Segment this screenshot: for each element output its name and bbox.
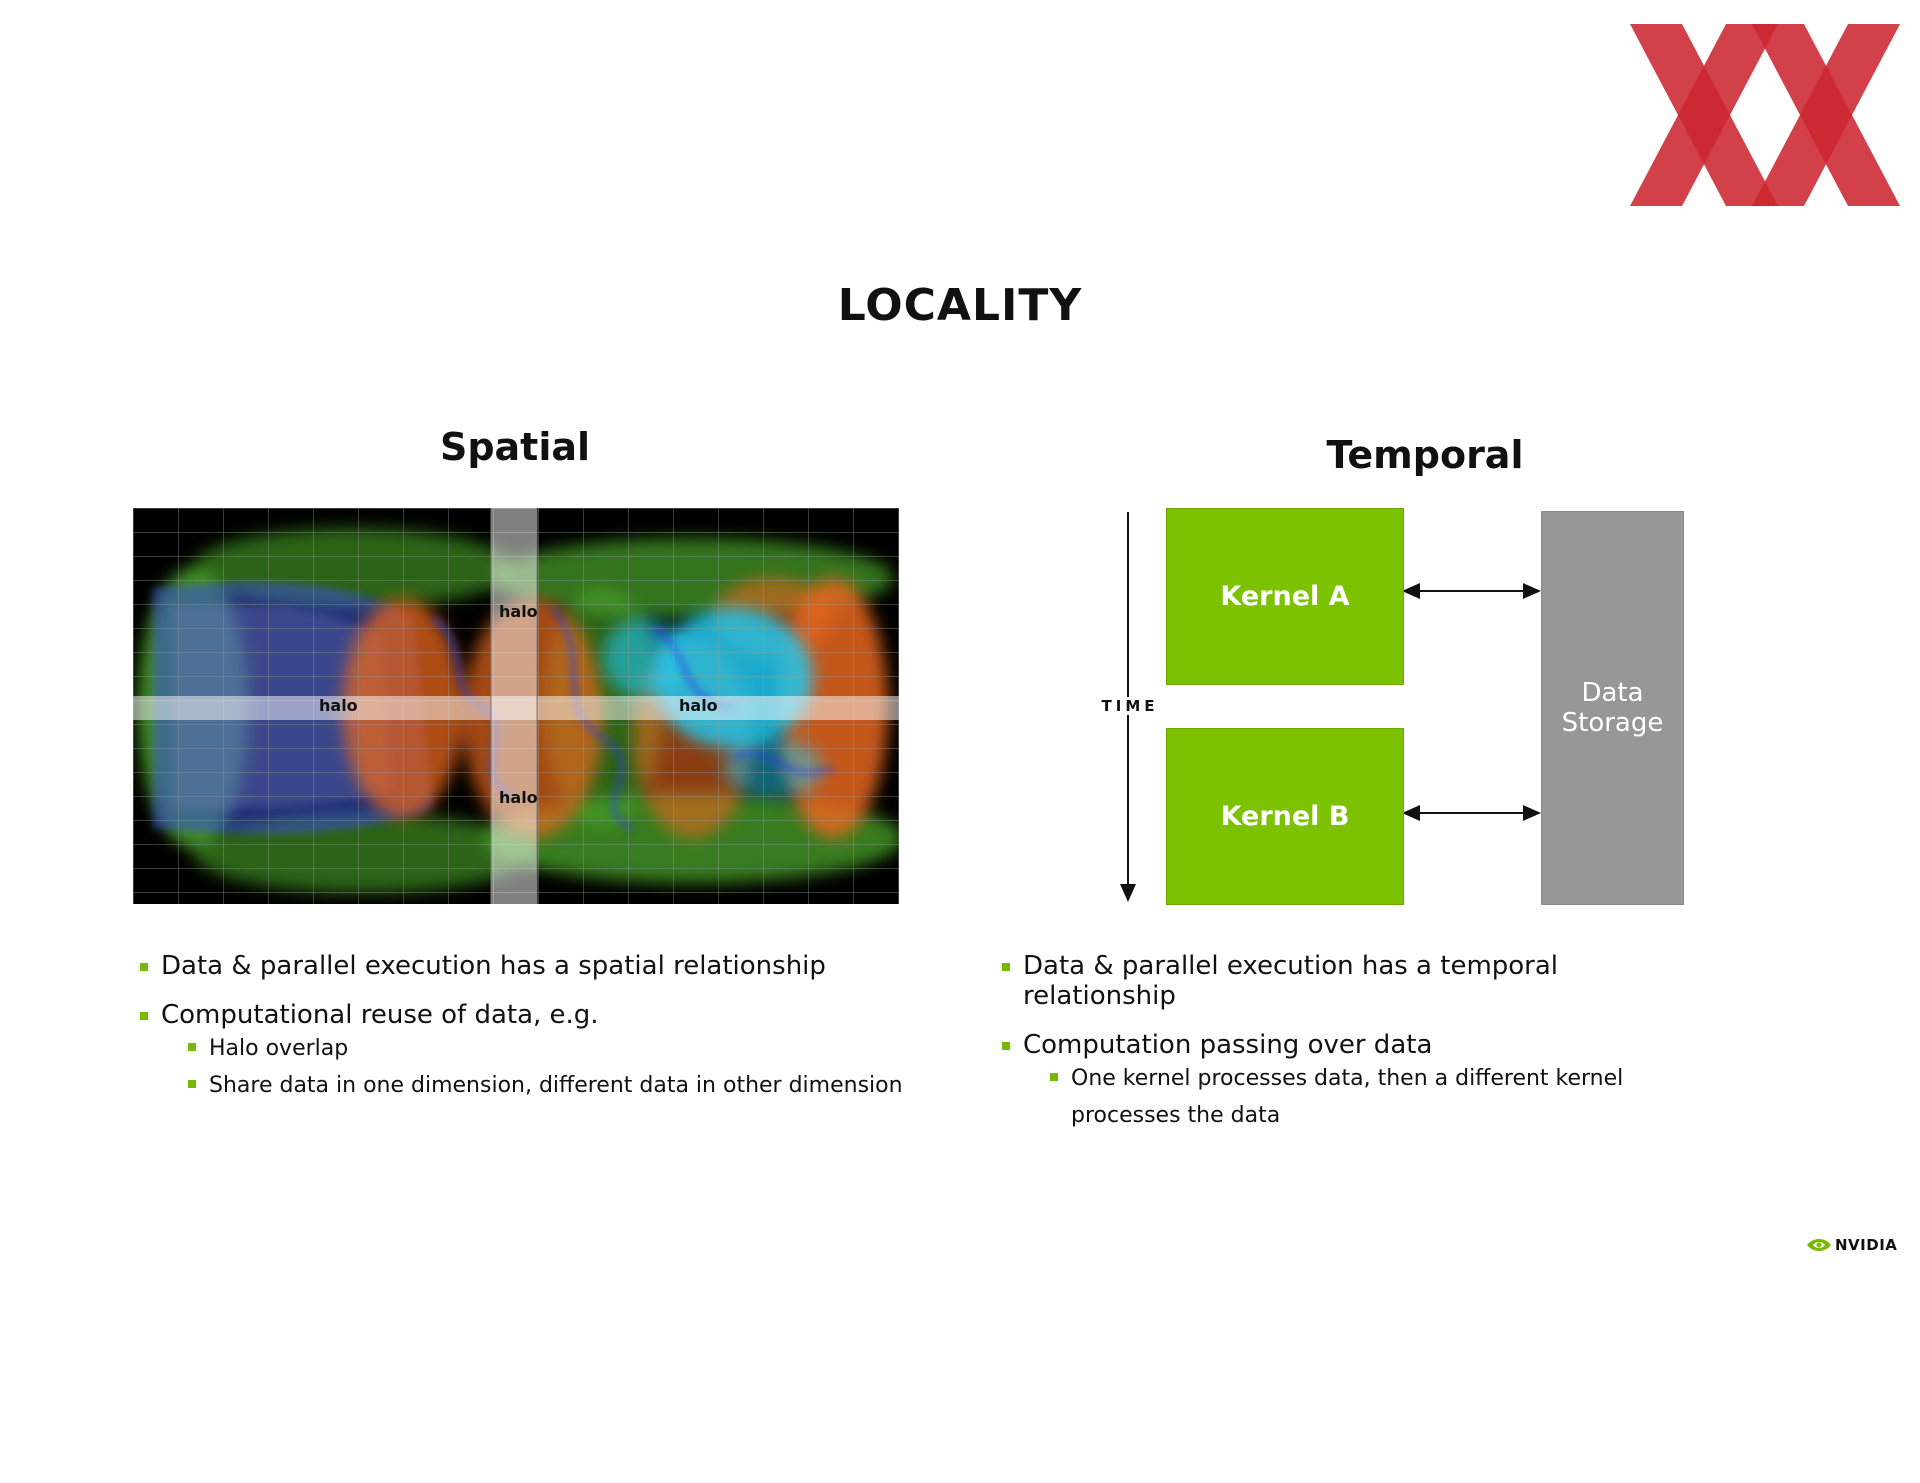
bullet-square-icon	[140, 963, 148, 971]
sub-list-item: One kernel processes data, then a differ…	[995, 1060, 1631, 1134]
halo-label-top: halo	[499, 602, 538, 621]
nvidia-wordmark: NVIDIA	[1835, 1236, 1898, 1254]
halo-label-right: halo	[679, 696, 718, 715]
halo-label-left: halo	[319, 696, 358, 715]
data-storage-line1: Data	[1581, 678, 1644, 708]
halo-label-bottom: halo	[499, 788, 538, 807]
sub-bullet-text: One kernel processes data, then a differ…	[1071, 1066, 1624, 1128]
brand-logo	[1630, 24, 1900, 206]
list-item: Data & parallel execution has a spatial …	[133, 951, 933, 981]
bullet-text: Computation passing over data	[1023, 1030, 1433, 1060]
nvidia-eye-icon	[1807, 1239, 1831, 1251]
fluid-simulation-image: halo halo halo halo	[133, 508, 899, 904]
horizontal-halo-strip	[133, 696, 899, 720]
kernel-a-box: Kernel A	[1166, 508, 1404, 685]
bullet-text: Data & parallel execution has a temporal…	[1023, 951, 1559, 1011]
kernel-b-box: Kernel B	[1166, 728, 1404, 905]
sub-list-item: Share data in one dimension, different d…	[133, 1067, 933, 1104]
data-storage-line2: Storage	[1561, 708, 1664, 738]
bullet-square-icon	[1050, 1073, 1058, 1081]
sub-bullet-text: Share data in one dimension, different d…	[209, 1073, 903, 1098]
nvidia-logo: NVIDIA	[1805, 1235, 1897, 1255]
page-title: LOCALITY	[837, 280, 1083, 331]
temporal-heading: Temporal	[1326, 433, 1524, 477]
bullet-text: Computational reuse of data, e.g.	[161, 1000, 599, 1030]
sub-bullet-text: Halo overlap	[209, 1036, 349, 1061]
bullet-square-icon	[188, 1043, 196, 1051]
time-axis-label: TIME	[1100, 697, 1160, 715]
list-item: Computation passing over data	[995, 1030, 1715, 1060]
sub-list-item: Halo overlap	[133, 1030, 933, 1067]
kernel-b-label: Kernel B	[1220, 801, 1350, 832]
list-item: Data & parallel execution has a temporal…	[995, 951, 1715, 1011]
simulation-render	[133, 508, 899, 904]
kernel-a-label: Kernel A	[1220, 581, 1350, 612]
spatial-bullet-list: Data & parallel execution has a spatial …	[133, 951, 933, 1104]
bullet-square-icon	[188, 1080, 196, 1088]
data-storage-box: Data Storage	[1541, 511, 1684, 905]
bullet-text: Data & parallel execution has a spatial …	[161, 951, 826, 981]
bullet-square-icon	[1002, 963, 1010, 971]
bullet-square-icon	[1002, 1042, 1010, 1050]
list-item: Computational reuse of data, e.g.	[133, 1000, 933, 1030]
bullet-square-icon	[140, 1012, 148, 1020]
spatial-heading: Spatial	[439, 425, 591, 469]
temporal-bullet-list: Data & parallel execution has a temporal…	[995, 951, 1715, 1134]
